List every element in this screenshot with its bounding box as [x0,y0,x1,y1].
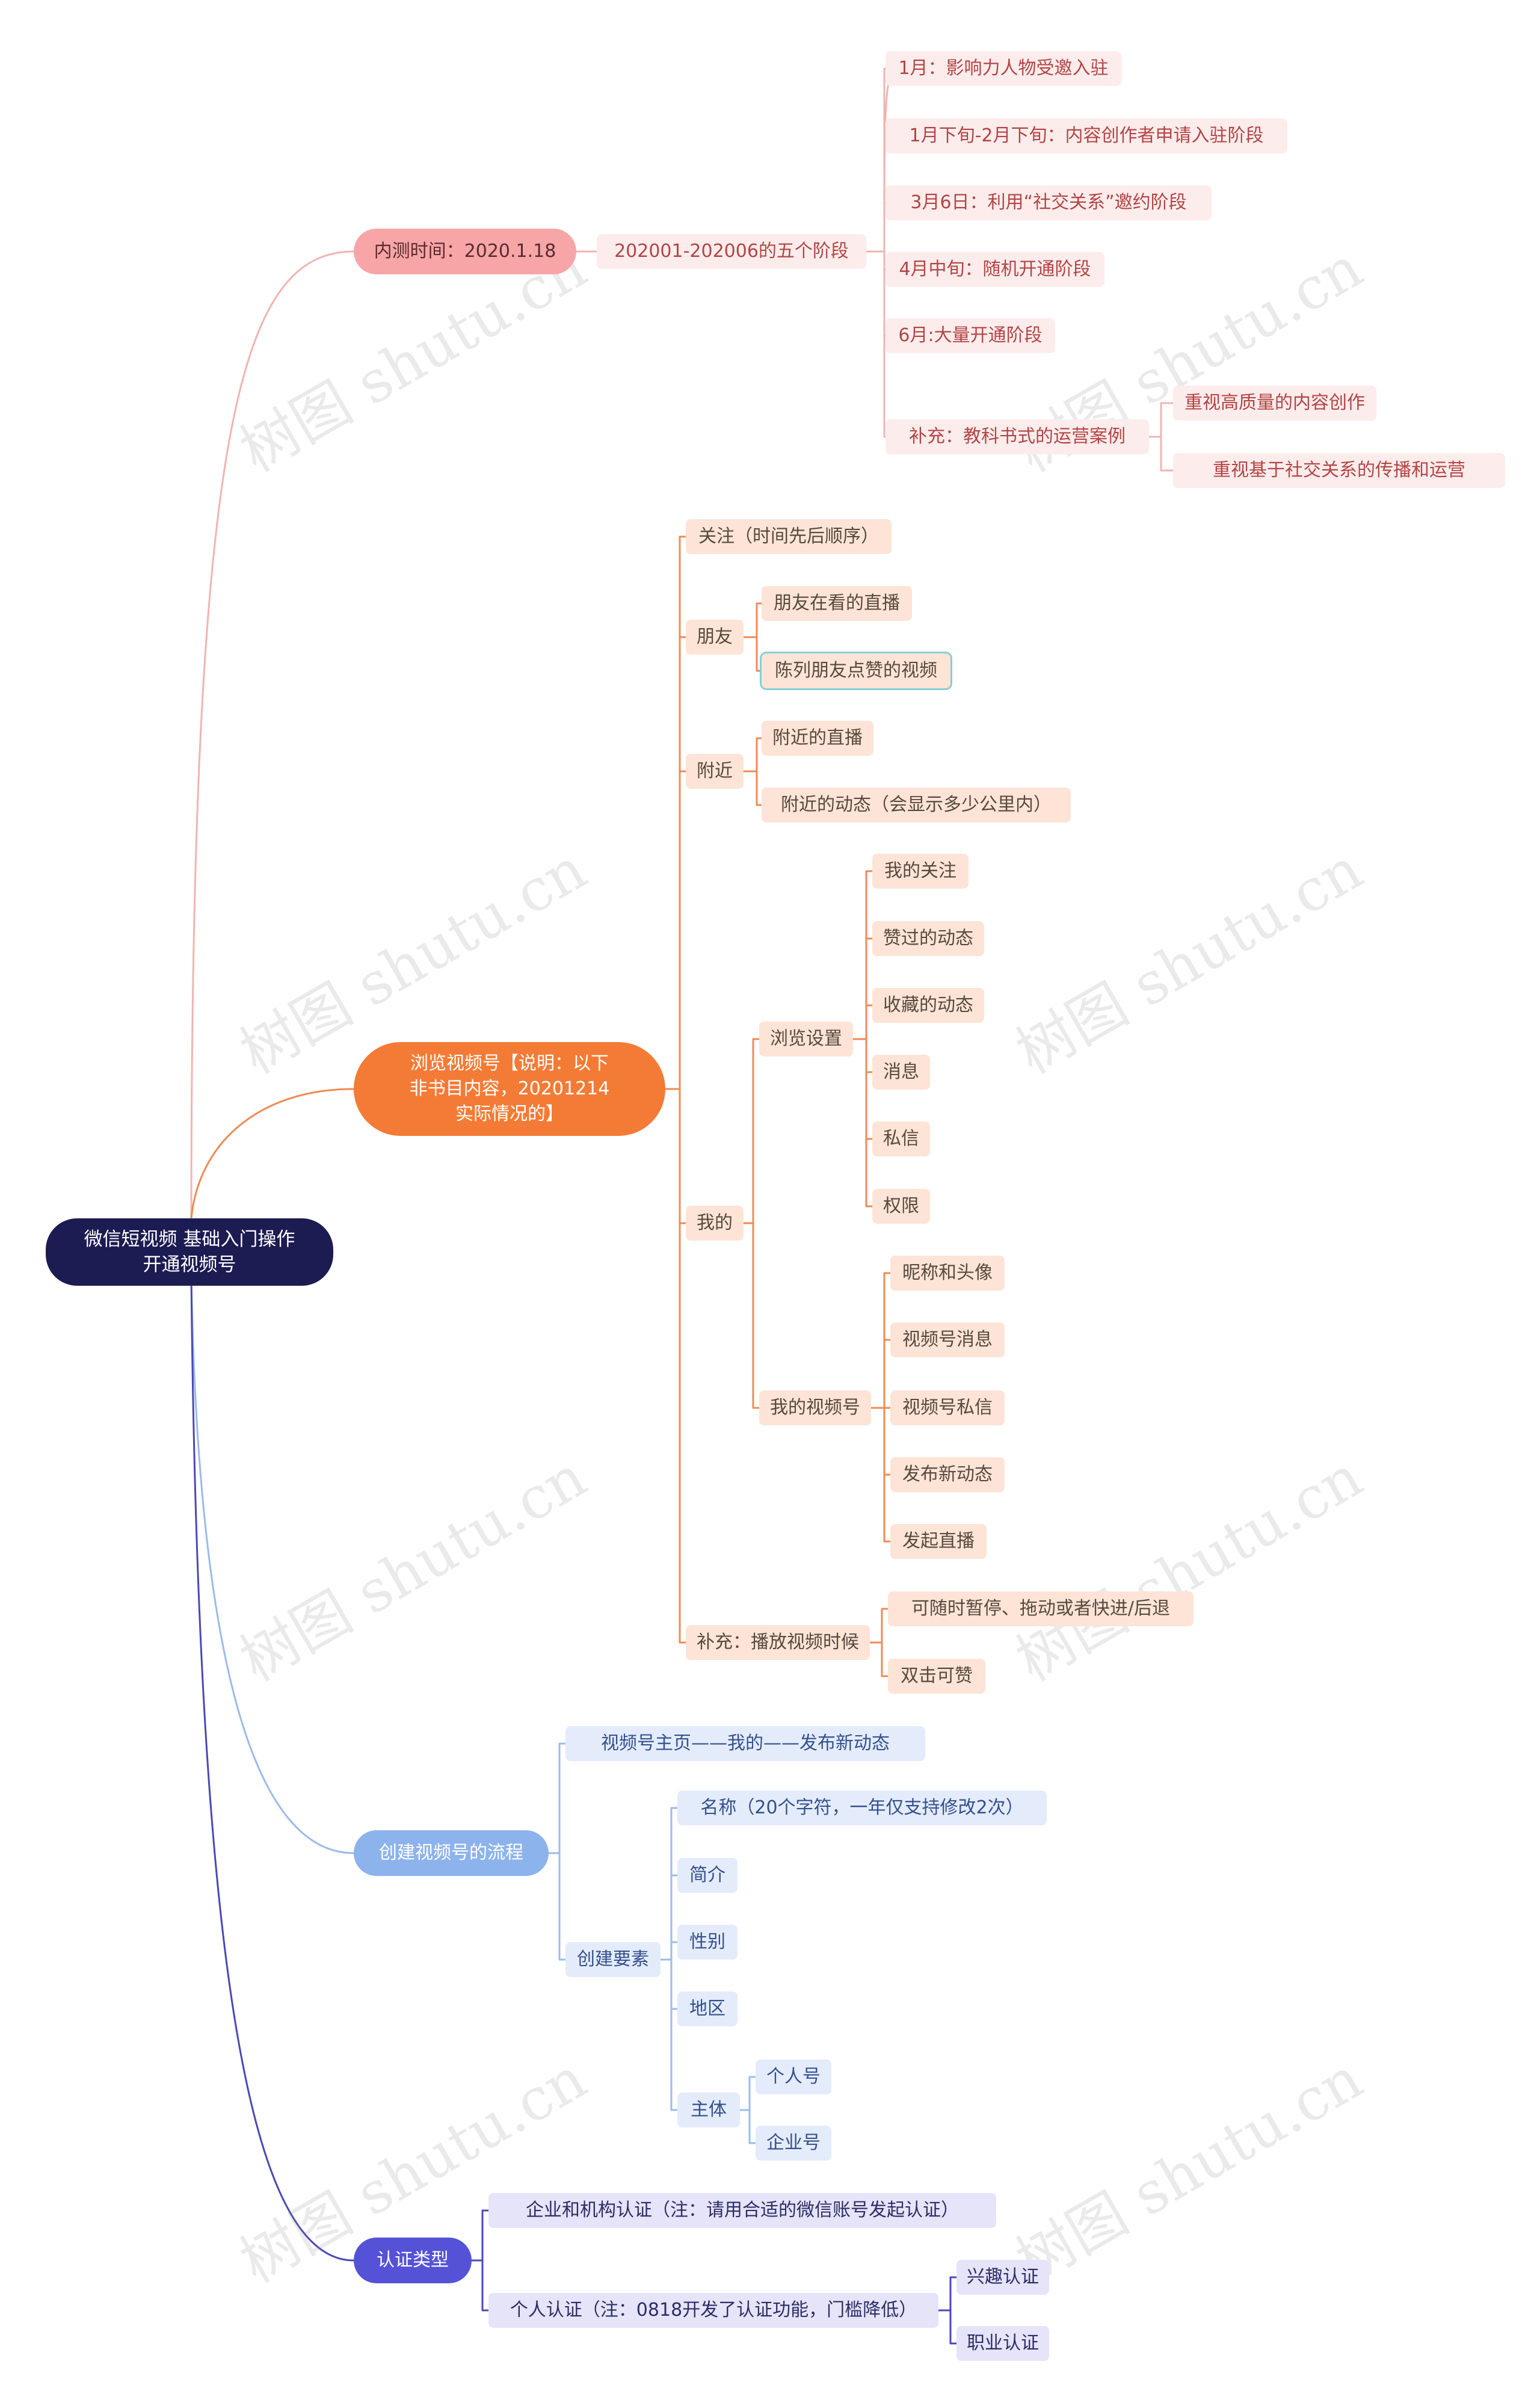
stage-supplement[interactable]: 补充：教科书式的运营案例 [886,419,1149,454]
branch-browse-line1: 浏览视频号【说明：以下 [410,1053,609,1074]
element-item[interactable]: 名称（20个字符，一年仅支持修改2次） [677,1791,1047,1825]
channel-item[interactable]: 发起直播 [890,1524,987,1559]
my-channel[interactable]: 我的视频号 [759,1390,871,1425]
subject-item[interactable]: 个人号 [756,2059,831,2094]
channel-item[interactable]: 视频号消息 [890,1322,1005,1357]
follow-item[interactable]: 关注（时间先后顺序） [686,519,892,554]
branch-create-channel[interactable]: 创建视频号的流程 [354,1830,549,1876]
subject-label[interactable]: 主体 [677,2093,740,2127]
nearby-item[interactable]: 附近的直播 [762,721,873,756]
personal-item[interactable]: 兴趣认证 [956,2260,1049,2295]
branch-test-period[interactable]: 内测时间：2020.1.18 [354,229,576,274]
personal-verification[interactable]: 个人认证（注：0818开发了认证功能，门槛降低） [488,2293,938,2328]
root-title-line2: 开通视频号 [143,1254,236,1276]
settings-item[interactable]: 赞过的动态 [872,921,984,956]
stage-item[interactable]: 3月6日：利用“社交关系”邀约阶段 [886,185,1212,220]
playback-item[interactable]: 双击可赞 [888,1659,985,1694]
element-item[interactable]: 简介 [677,1858,738,1893]
mine-label[interactable]: 我的 [686,1206,744,1241]
channel-item[interactable]: 昵称和头像 [890,1256,1005,1291]
branch-browse-line2: 非书目内容，20201214 [409,1078,610,1099]
nearby-item[interactable]: 附近的动态（会显示多少公里内） [762,788,1071,822]
channel-item[interactable]: 发布新动态 [890,1457,1005,1492]
friends-label[interactable]: 朋友 [686,620,744,655]
element-item[interactable]: 地区 [677,1991,738,2026]
settings-item[interactable]: 我的关注 [872,854,969,889]
subject-item[interactable]: 企业号 [756,2126,831,2161]
stage-item[interactable]: 1月下旬-2月下旬：内容创作者申请入驻阶段 [886,119,1287,153]
branch-verification-types[interactable]: 认证类型 [354,2238,472,2283]
personal-item[interactable]: 职业认证 [956,2326,1049,2361]
stage-item[interactable]: 4月中旬：随机开通阶段 [886,252,1104,287]
settings-item[interactable]: 权限 [872,1189,930,1224]
channel-item[interactable]: 视频号私信 [890,1390,1005,1425]
stage-title[interactable]: 202001-202006的五个阶段 [597,234,866,269]
root-title-line1: 微信短视频 基础入门操作 [84,1229,295,1250]
friends-item[interactable]: 朋友在看的直播 [762,586,912,621]
settings-item[interactable]: 收藏的动态 [872,988,984,1023]
create-path[interactable]: 视频号主页——我的——发布新动态 [565,1726,925,1761]
settings-item[interactable]: 消息 [872,1055,930,1090]
case-item[interactable]: 重视高质量的内容创作 [1173,386,1376,421]
branch-browse-line3: 实际情况的】 [455,1103,564,1124]
root-node[interactable]: 微信短视频 基础入门操作 开通视频号 [46,1218,333,1286]
case-item[interactable]: 重视基于社交关系的传播和运营 [1173,453,1505,488]
org-verification[interactable]: 企业和机构认证（注：请用合适的微信账号发起认证） [488,2193,996,2228]
stage-item[interactable]: 6月:大量开通阶段 [886,318,1055,353]
friends-item[interactable]: 陈列朋友点赞的视频 [760,652,952,690]
element-item[interactable]: 性别 [677,1925,738,1960]
create-elements[interactable]: 创建要素 [565,1942,661,1977]
branch-browse-channels[interactable]: 浏览视频号【说明：以下 非书目内容，20201214 实际情况的】 [354,1042,665,1136]
playback-label[interactable]: 补充：播放视频时候 [686,1625,870,1660]
settings-item[interactable]: 私信 [872,1121,930,1156]
browse-settings[interactable]: 浏览设置 [759,1022,853,1057]
playback-item[interactable]: 可随时暂停、拖动或者快进/后退 [888,1591,1194,1626]
stage-item[interactable]: 1月：影响力人物受邀入驻 [886,51,1121,86]
nearby-label[interactable]: 附近 [686,754,744,789]
